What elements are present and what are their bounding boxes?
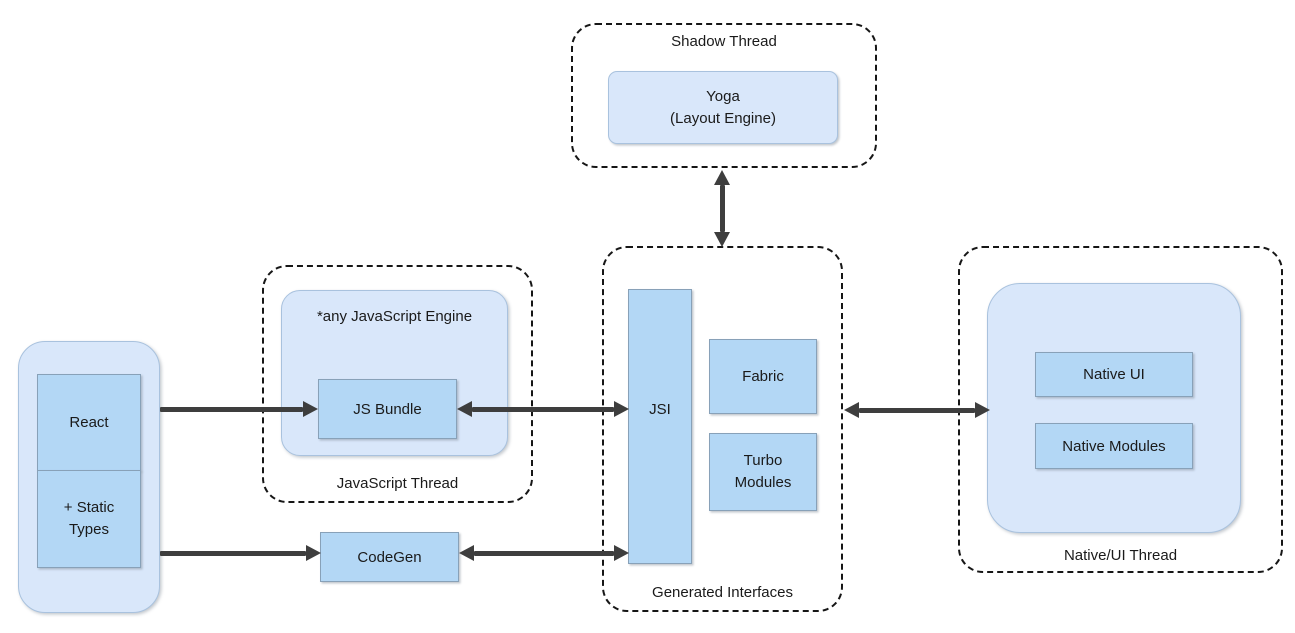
native-modules-label: Native Modules — [1062, 437, 1166, 455]
javascript-thread-container: JavaScript Thread — [262, 265, 533, 503]
shadow-thread-label: Shadow Thread — [671, 33, 777, 50]
turbo-modules-label: Turbo Modules — [734, 452, 792, 491]
static-types-label: + Static Types — [63, 499, 115, 538]
codegen-label: CodeGen — [357, 548, 422, 566]
native-thread-label: Native/UI Thread — [1063, 547, 1178, 564]
javascript-thread-label: JavaScript Thread — [336, 475, 459, 492]
yoga-box: Yoga (Layout Engine) — [608, 71, 838, 144]
arrowhead-left-icon — [459, 545, 474, 561]
fabric-box: Fabric — [709, 339, 817, 414]
arrow-shaft — [719, 185, 725, 232]
arrow-shaft — [472, 406, 614, 412]
js-bundle-box: JS Bundle — [318, 379, 457, 439]
generated-interfaces-label: Generated Interfaces — [652, 584, 793, 601]
arrow-shadow-generated — [714, 170, 730, 247]
jsi-label: JSI — [649, 401, 671, 418]
js-bundle-label: JS Bundle — [353, 400, 422, 418]
arrowhead-down-icon — [714, 232, 730, 247]
generated-interfaces-container: Generated Interfaces — [602, 246, 843, 612]
arrow-shaft — [859, 407, 975, 413]
codegen-box: CodeGen — [320, 532, 459, 582]
arrowhead-left-icon — [844, 402, 859, 418]
arrowhead-right-icon — [614, 401, 629, 417]
native-ui-label: Native UI — [1083, 366, 1145, 383]
native-group-container — [987, 283, 1241, 533]
arrowhead-left-icon — [457, 401, 472, 417]
native-ui-box: Native UI — [1035, 352, 1193, 397]
arrowhead-right-icon — [303, 401, 318, 417]
arrow-shaft — [160, 406, 303, 412]
arrow-shaft — [160, 550, 306, 556]
arrow-generated-native — [844, 402, 990, 418]
react-box: React — [37, 374, 141, 471]
react-label: React — [69, 414, 109, 431]
jsi-box: JSI — [628, 289, 692, 564]
shadow-thread-container: Shadow Thread — [571, 23, 877, 168]
arrowhead-right-icon — [975, 402, 990, 418]
static-types-box: + Static Types — [37, 470, 141, 568]
turbo-modules-box: Turbo Modules — [709, 433, 817, 511]
fabric-label: Fabric — [742, 368, 784, 385]
arrowhead-right-icon — [306, 545, 321, 561]
yoga-label: Yoga (Layout Engine) — [670, 87, 776, 127]
arrow-shaft — [474, 550, 614, 556]
arrow-js-bundle-jsi — [457, 401, 629, 417]
arrow-codegen-jsi — [459, 545, 629, 561]
arrow-static-types-to-codegen — [160, 545, 321, 561]
arrowhead-up-icon — [714, 170, 730, 185]
js-engine-label: *any JavaScript Engine — [316, 308, 473, 325]
native-modules-box: Native Modules — [1035, 423, 1193, 469]
arrowhead-right-icon — [614, 545, 629, 561]
arrow-react-to-js-bundle — [160, 401, 318, 417]
